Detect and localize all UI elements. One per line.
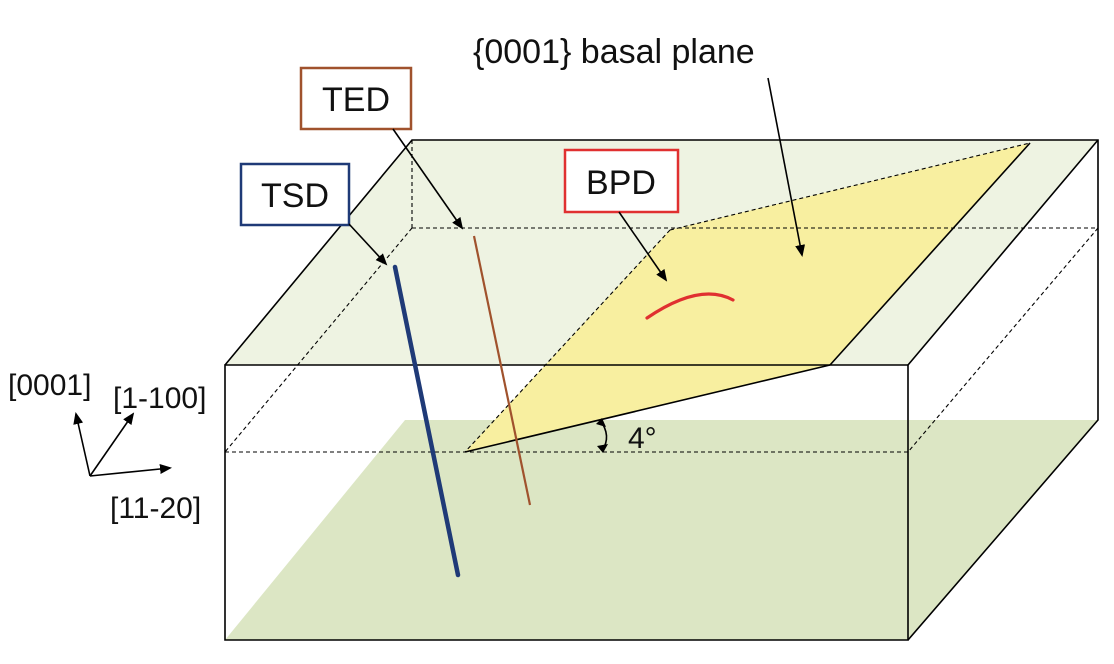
angle-arrowhead-bottom (597, 444, 608, 453)
inclined-plane-edge-front (464, 364, 831, 453)
basal-plane-label: {0001} basal plane (473, 33, 755, 71)
axis-m-label: [1-100] (113, 382, 206, 415)
inclined-plane-edge-back (669, 142, 1031, 231)
tsd-pointer (348, 223, 388, 266)
box-top-right-edge (907, 139, 1099, 366)
bottom-basal-plane (225, 420, 1098, 640)
tsd-label: TSD (261, 177, 329, 215)
inclined-basal-plane (465, 143, 1030, 452)
inclined-plane-edge-right (829, 142, 1031, 366)
axis-c-label: [0001] (8, 369, 91, 402)
bpd-label: BPD (586, 164, 656, 202)
tsd-line (392, 264, 461, 578)
bpd-label-box (563, 148, 680, 214)
bpd-pointer (618, 211, 668, 282)
ted-label-box (299, 66, 413, 131)
ted-pointer (392, 128, 464, 230)
axis-a-label: [11-20] (110, 492, 201, 525)
inclined-plane-edge-left (464, 229, 671, 453)
tsd-label-box (239, 162, 351, 227)
angle-arrowhead-top (596, 418, 606, 427)
ted-label: TED (322, 81, 390, 119)
ted-line (472, 235, 532, 506)
basal-plane-pointer (767, 77, 806, 257)
bpd-curve (645, 292, 735, 320)
axis-a-arrow (89, 464, 172, 477)
axis-m-arrow (89, 412, 135, 477)
angle-label: 4° (628, 422, 657, 455)
axis-c-arrow (73, 412, 91, 477)
